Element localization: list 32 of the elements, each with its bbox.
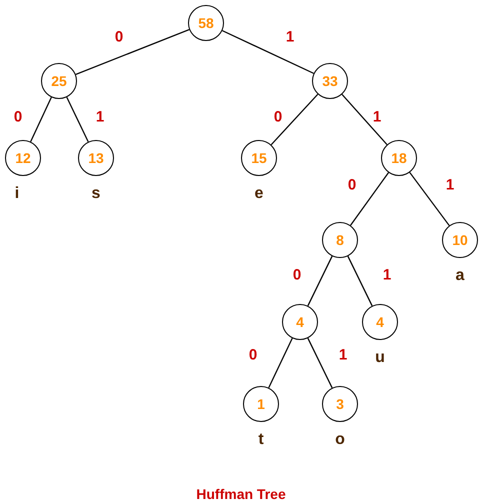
tree-edge — [342, 94, 388, 145]
symbol-label: a — [456, 268, 464, 284]
edge-label: 0 — [112, 30, 126, 44]
symbol-label: t — [258, 432, 264, 448]
tree-edge — [270, 94, 318, 146]
edge-label: 1 — [284, 30, 296, 44]
tree-edge — [30, 97, 52, 142]
edge-label: 0 — [12, 110, 24, 124]
edge-label: 1 — [380, 268, 394, 282]
symbol-label: o — [335, 432, 345, 448]
tree-edge — [66, 96, 89, 142]
tree-edge — [76, 29, 190, 75]
edge-label: 0 — [290, 268, 304, 282]
symbol-label: i — [14, 186, 20, 202]
tree-edge — [409, 172, 450, 226]
edge-label: 1 — [370, 110, 384, 124]
edge-label: 1 — [444, 178, 456, 192]
edge-label: 0 — [272, 110, 284, 124]
tree-edge — [307, 338, 333, 388]
caption: Huffman Tree — [196, 485, 286, 503]
tree-edge — [307, 256, 333, 306]
edge-label: 1 — [94, 110, 106, 124]
edge-label: 0 — [346, 178, 358, 192]
edge-label: 0 — [246, 348, 260, 362]
tree-edge — [347, 256, 373, 306]
tree-edge — [268, 338, 293, 388]
tree-edge — [350, 172, 389, 226]
edge-label: 1 — [336, 348, 350, 362]
symbol-label: e — [254, 186, 264, 202]
symbol-label: u — [375, 350, 385, 366]
tree-edge — [222, 30, 314, 74]
symbol-label: s — [92, 186, 100, 202]
